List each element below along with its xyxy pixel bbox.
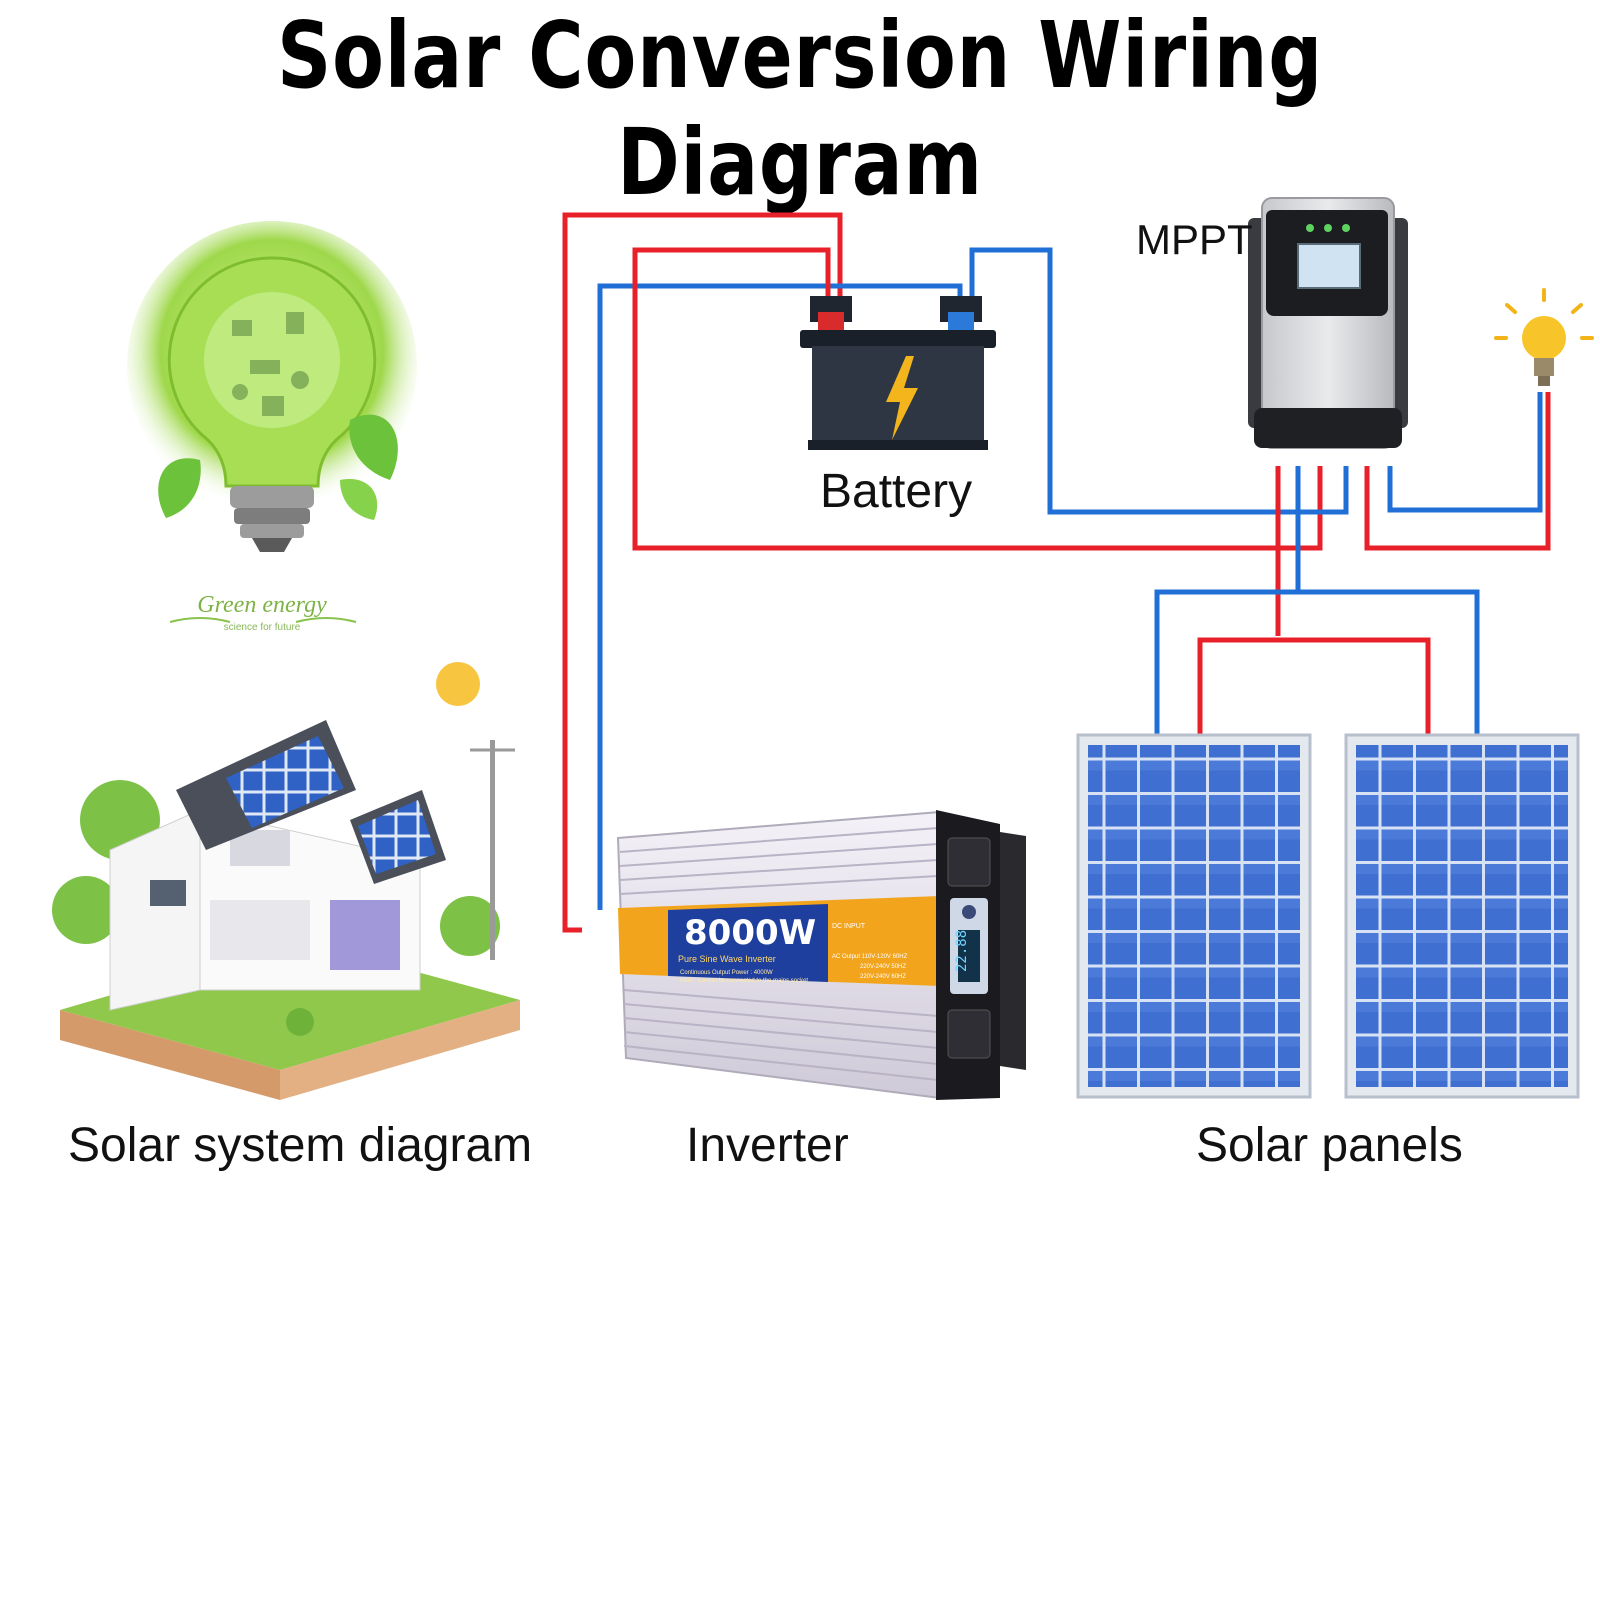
inverter-model-label: Pure Sine Wave Inverter: [678, 954, 776, 964]
battery-icon: [800, 296, 996, 450]
wire-panel-positive-bus: [1197, 637, 1431, 735]
battery-label: Battery: [820, 465, 973, 518]
solar-panel-right: [1344, 733, 1580, 1099]
lamp-icon: [1494, 288, 1594, 386]
green-energy-bulb-icon: Green energy science for future: [127, 221, 417, 633]
wire-inverter-positive: [562, 212, 843, 933]
inverter-dc-input-label: DC INPUT: [832, 923, 866, 930]
wires: [562, 212, 1551, 933]
inverter-output-1: AC Output 110V-120V 60HZ: [832, 954, 908, 960]
inverter-display-readout: 22.88: [954, 930, 970, 972]
solar-panel-left: [1076, 733, 1312, 1099]
green-energy-subcaption: science for future: [224, 622, 301, 633]
inverter-note-label: Note : Cannot be connected to the mains …: [680, 978, 808, 984]
solar-house-icon: [52, 662, 520, 1100]
green-energy-caption: Green energy: [197, 592, 327, 618]
inverter-output-3: 220V-240V 60HZ: [860, 974, 906, 980]
diagram-title: Solar Conversion Wiring Diagram: [276, 2, 1324, 216]
inverter-continuous-label: Continuous Output Power : 4000W: [680, 970, 773, 976]
mppt-controller-icon: [1248, 197, 1408, 449]
inverter-icon: [616, 810, 1026, 1100]
wire-load-positive: [1364, 392, 1551, 551]
solar-panels-label: Solar panels: [1196, 1119, 1463, 1172]
wire-panel-negative-bus: [1154, 589, 1480, 735]
wire-battery-negative-mppt: [969, 247, 1349, 515]
wire-load-negative: [1387, 392, 1543, 513]
mppt-label: MPPT: [1136, 216, 1253, 263]
wire-battery-positive-mppt: [632, 247, 1323, 551]
house-label: Solar system diagram: [68, 1119, 533, 1172]
inverter-output-2: 220V-240V 50HZ: [860, 964, 906, 970]
inverter-label: Inverter: [686, 1119, 849, 1172]
inverter-power-label: 8000W: [684, 913, 816, 953]
